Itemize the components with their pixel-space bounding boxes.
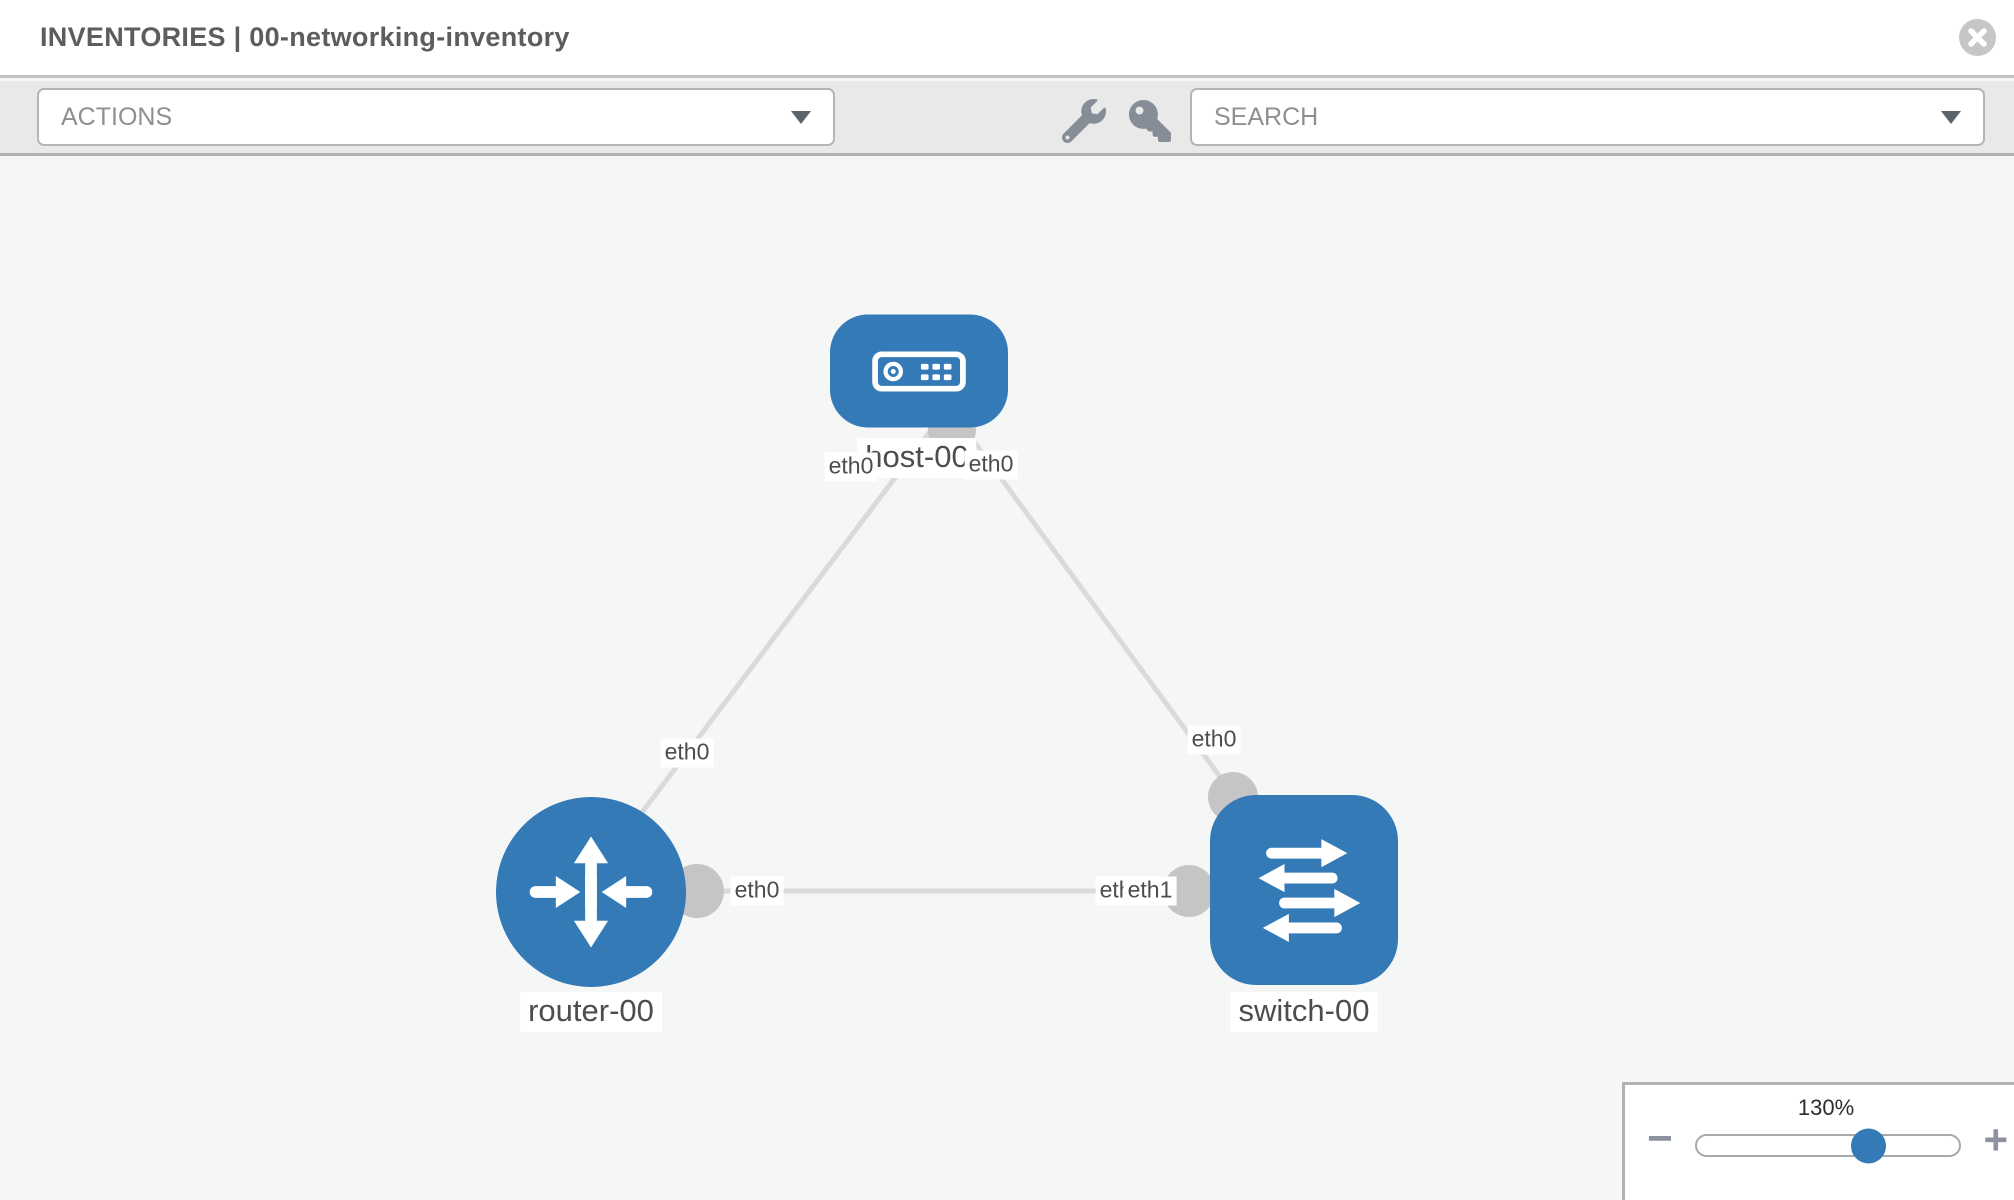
zoom-slider-thumb[interactable] bbox=[1851, 1128, 1886, 1163]
chevron-down-icon bbox=[791, 110, 811, 124]
interface-label: eth1 bbox=[1123, 876, 1177, 906]
search-dropdown-label: SEARCH bbox=[1214, 102, 1319, 131]
zoom-in-button[interactable]: + bbox=[1983, 1116, 2008, 1163]
actions-dropdown[interactable]: ACTIONS bbox=[37, 88, 835, 146]
router-icon bbox=[529, 836, 653, 948]
zoom-panel: 130% − + bbox=[1622, 1082, 2014, 1200]
actions-dropdown-label: ACTIONS bbox=[61, 102, 173, 131]
page-title: INVENTORIES | 00-networking-inventory bbox=[40, 22, 570, 52]
zoom-slider-track[interactable] bbox=[1695, 1128, 1961, 1163]
interface-label: eth0 bbox=[730, 876, 784, 906]
wrench-button[interactable] bbox=[1058, 95, 1110, 147]
interface-label: eth0 bbox=[964, 450, 1018, 480]
node-host-00[interactable] bbox=[830, 314, 1008, 428]
close-button[interactable] bbox=[1959, 19, 1996, 56]
toolbar: ACTIONS SEARCH bbox=[0, 81, 2014, 156]
switch-icon bbox=[1258, 839, 1361, 942]
interface-label: eth0 bbox=[824, 452, 878, 482]
chevron-down-icon bbox=[1941, 110, 1961, 124]
wrench-icon bbox=[1062, 99, 1106, 143]
node-label-router-00: router-00 bbox=[520, 992, 662, 1032]
interface-label: eth0 bbox=[1187, 725, 1241, 755]
zoom-level: 130% bbox=[1797, 1095, 1855, 1120]
key-icon bbox=[1129, 100, 1171, 142]
node-label-switch-00: switch-00 bbox=[1230, 992, 1378, 1032]
node-router-00[interactable] bbox=[496, 797, 686, 987]
close-icon bbox=[1968, 28, 1987, 47]
interface-label: eth0 bbox=[660, 738, 714, 768]
zoom-out-button[interactable]: − bbox=[1647, 1114, 1673, 1163]
search-dropdown[interactable]: SEARCH bbox=[1190, 88, 1985, 146]
page-header: INVENTORIES | 00-networking-inventory bbox=[0, 0, 2014, 78]
node-switch-00[interactable] bbox=[1210, 795, 1398, 985]
host-icon bbox=[872, 350, 966, 392]
key-button[interactable] bbox=[1124, 95, 1176, 147]
